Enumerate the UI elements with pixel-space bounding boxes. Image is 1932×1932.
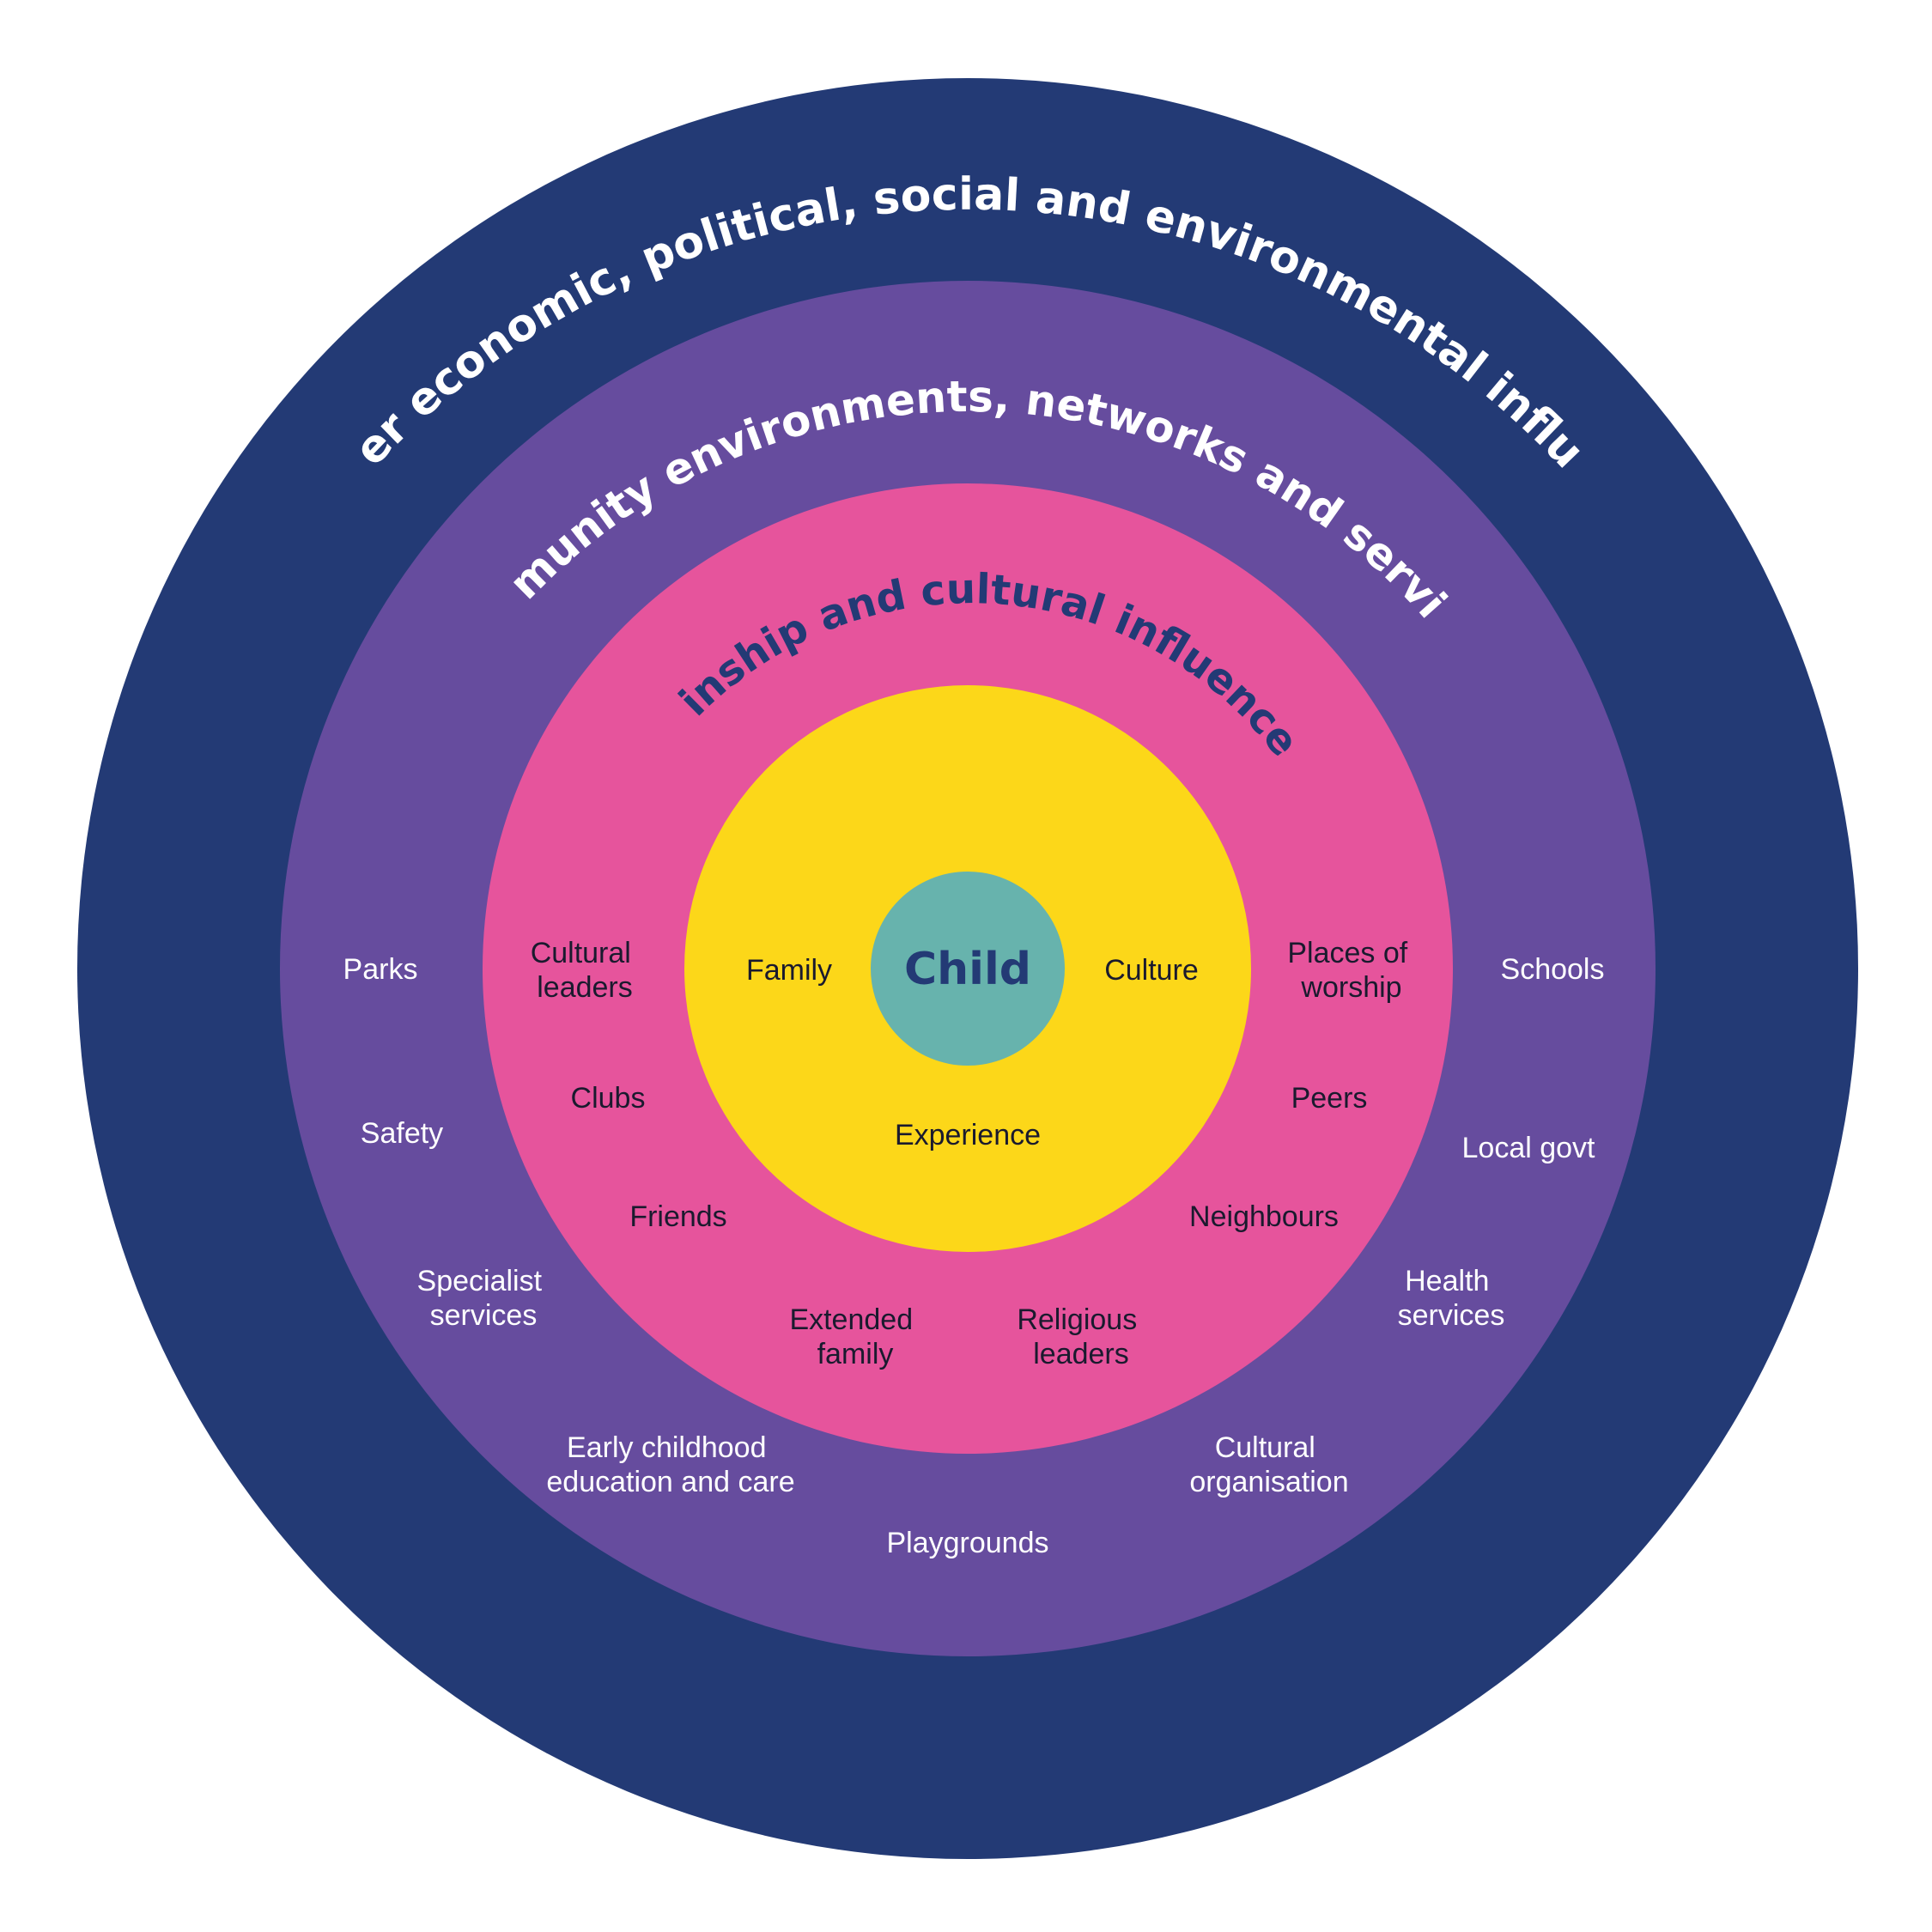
community-labels: Parks Schools Safety Local govt Speciali… — [343, 953, 1605, 1559]
label-culture: Culture — [1104, 954, 1199, 987]
label-early-childhood: Early childhood education and care — [546, 1431, 794, 1498]
child-label: Child — [904, 944, 1031, 995]
label-neighbours: Neighbours — [1189, 1200, 1339, 1233]
kinship-labels: Cultural leaders Places of worship Clubs… — [531, 937, 1415, 1370]
label-extended-family: Extended family — [789, 1303, 920, 1370]
label-parks: Parks — [343, 953, 418, 986]
label-places-of-worship: Places of worship — [1287, 937, 1415, 1004]
label-religious-leaders: Religious leaders — [1017, 1303, 1145, 1370]
label-cultural-leaders: Cultural leaders — [531, 937, 640, 1004]
label-local-govt: Local govt — [1462, 1132, 1596, 1164]
label-health-services: Health services — [1398, 1265, 1505, 1332]
label-clubs: Clubs — [571, 1082, 646, 1115]
label-schools: Schools — [1501, 953, 1605, 986]
label-friends: Friends — [629, 1200, 726, 1233]
label-peers: Peers — [1291, 1082, 1368, 1115]
child-circle — [871, 872, 1065, 1066]
label-cultural-organisation: Cultural organisation — [1189, 1431, 1348, 1498]
label-family: Family — [746, 954, 832, 987]
label-experience: Experience — [895, 1119, 1041, 1151]
label-specialist-services: Specialist services — [417, 1265, 550, 1332]
label-playgrounds: Playgrounds — [886, 1527, 1048, 1559]
core-labels: Family Culture Experience — [746, 954, 1199, 1151]
label-safety: Safety — [361, 1117, 443, 1150]
